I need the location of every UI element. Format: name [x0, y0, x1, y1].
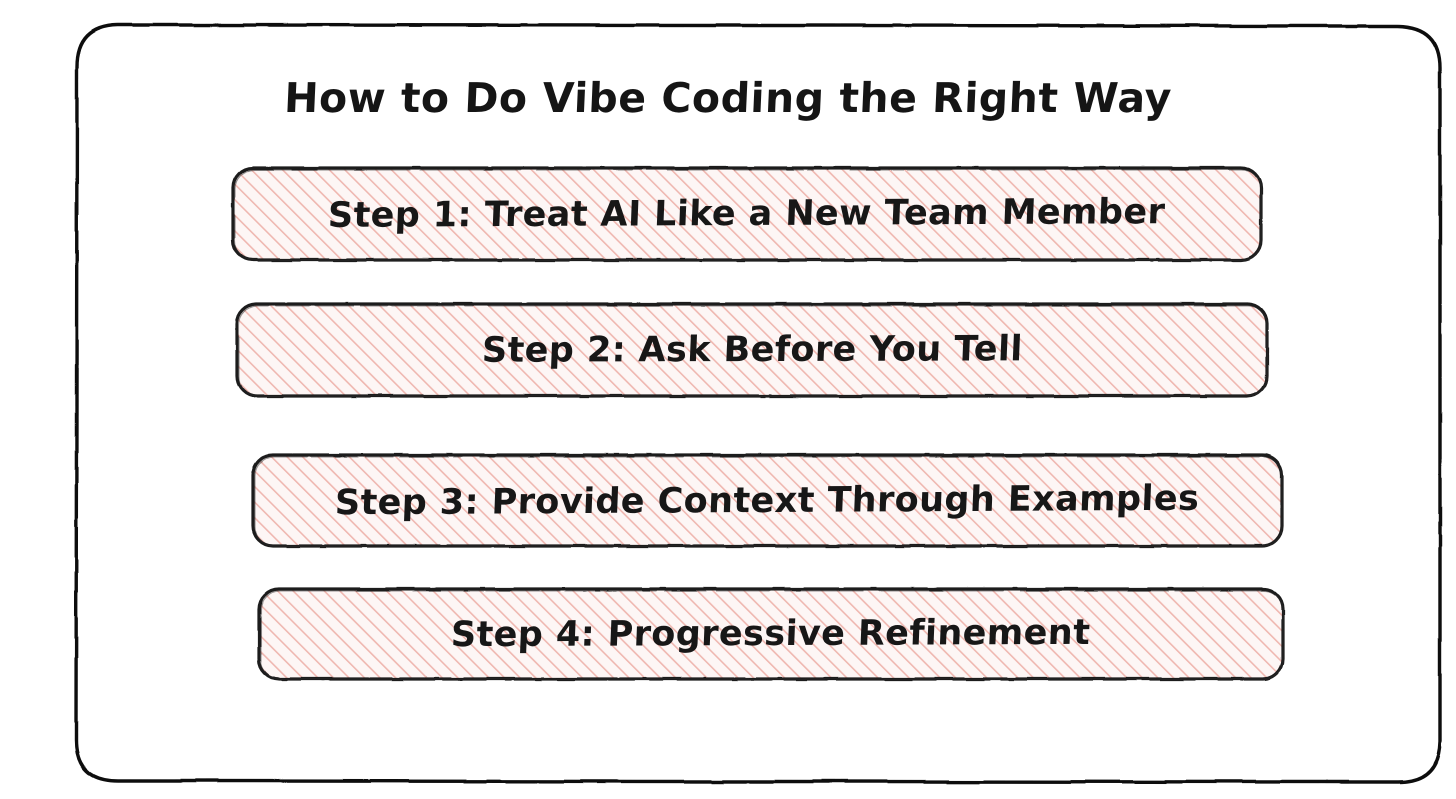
step-box-2[interactable]: Step 2: Ask Before You Tell — [234, 301, 1270, 399]
step-box-4[interactable]: Step 4: Progressive Refinement — [256, 586, 1286, 682]
step-label-4: Step 4: Progressive Refinement — [450, 612, 1092, 656]
step-label-2: Step 2: Ask Before You Tell — [480, 329, 1024, 371]
step-label-3: Step 3: Provide Context Through Examples — [334, 478, 1201, 523]
step-box-3[interactable]: Step 3: Provide Context Through Examples — [250, 452, 1285, 549]
step-box-1[interactable]: Step 1: Treat AI Like a New Team Member — [230, 165, 1264, 263]
page-title: How to Do Vibe Coding the Right Way — [283, 74, 1173, 122]
step-label-1: Step 1: Treat AI Like a New Team Member — [327, 192, 1167, 236]
